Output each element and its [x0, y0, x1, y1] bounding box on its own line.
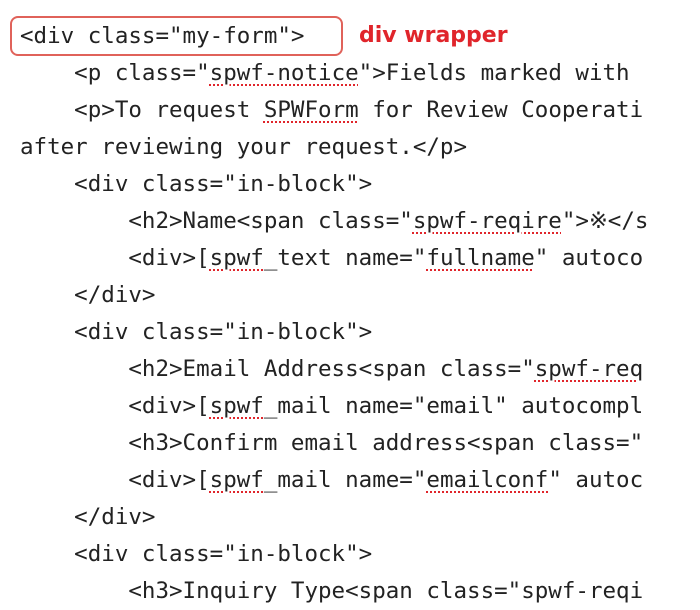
code-text: <div class="in-block">: [20, 319, 373, 345]
code-text: for Review Cooperati: [358, 97, 644, 123]
code-line: <div class="in-block">: [20, 166, 372, 203]
spellcheck-word: spwf-notice: [209, 60, 359, 86]
spellcheck-word: spwf: [209, 245, 264, 271]
code-text: <p>To request: [20, 97, 264, 123]
spellcheck-word: emailconf: [426, 467, 549, 493]
code-text: _mail name=": [263, 467, 427, 493]
code-text: <h3>Confirm email address<span class=": [20, 430, 644, 456]
code-line: <div>[spwf_text name="fullname" autoco: [20, 240, 643, 277]
code-line: <p>To request SPWForm for Review Coopera…: [20, 92, 643, 129]
code-text: <div>[: [20, 467, 210, 493]
code-line: <div>[spwf_mail name="email" autocompl: [20, 388, 643, 425]
code-line: <div>[spwf_mail name="emailconf" autoc: [20, 462, 643, 499]
code-text: </div>: [20, 282, 156, 308]
code-line: <div class="my-form">: [20, 18, 304, 55]
code-viewer: <div class="my-form"> <p class="spwf-not…: [20, 18, 648, 604]
code-text: <div>[: [20, 245, 210, 271]
code-line: <h2>Email Address<span class="spwf-req: [20, 351, 643, 388]
code-text: <h2>Email Address<span class=": [20, 356, 535, 382]
code-text: ">Fields marked with: [358, 60, 630, 86]
spellcheck-word: spwf-reqire: [412, 208, 562, 234]
spellcheck-word: fullname: [426, 245, 535, 271]
code-text: <div class="my-form">: [20, 23, 305, 49]
spellcheck-word: spwf-req: [534, 356, 644, 382]
code-line: <h2>Name<span class="spwf-reqire">※</s: [20, 203, 648, 240]
code-line: </div>: [20, 277, 155, 314]
code-text: <h2>Name<span class=": [20, 208, 413, 234]
spellcheck-word: SPWForm: [263, 97, 359, 123]
code-line: after reviewing your request.</p>: [20, 129, 467, 166]
code-text: <div class="in-block">: [20, 171, 373, 197]
code-text: _text name=": [263, 245, 427, 271]
spellcheck-word: spwf: [209, 393, 264, 419]
code-text: " autoco: [534, 245, 644, 271]
code-line: <p class="spwf-notice">Fields marked wit…: [20, 55, 630, 92]
annotation-label: div wrapper: [359, 23, 508, 48]
code-text: ">※</s: [561, 208, 649, 234]
code-text: <p class=": [20, 60, 210, 86]
code-line: </div>: [20, 499, 155, 536]
code-line: <div class="in-block">: [20, 314, 372, 351]
code-text: <div>[: [20, 393, 210, 419]
code-line: <div class="in-block">: [20, 536, 372, 573]
highlight-box: [10, 16, 343, 56]
code-text: <h3>Inquiry Type<span class="spwf-reqi: [20, 578, 644, 604]
code-text: " autoc: [548, 467, 644, 493]
code-text: <div class="in-block">: [20, 541, 373, 567]
spellcheck-word: spwf: [209, 467, 264, 493]
code-text: </div>: [20, 504, 156, 530]
code-line: <h3>Inquiry Type<span class="spwf-reqi: [20, 573, 643, 610]
code-line: <h3>Confirm email address<span class=": [20, 425, 643, 462]
code-text: _mail name="email" autocompl: [263, 393, 644, 419]
code-text: after reviewing your request.</p>: [20, 134, 468, 160]
